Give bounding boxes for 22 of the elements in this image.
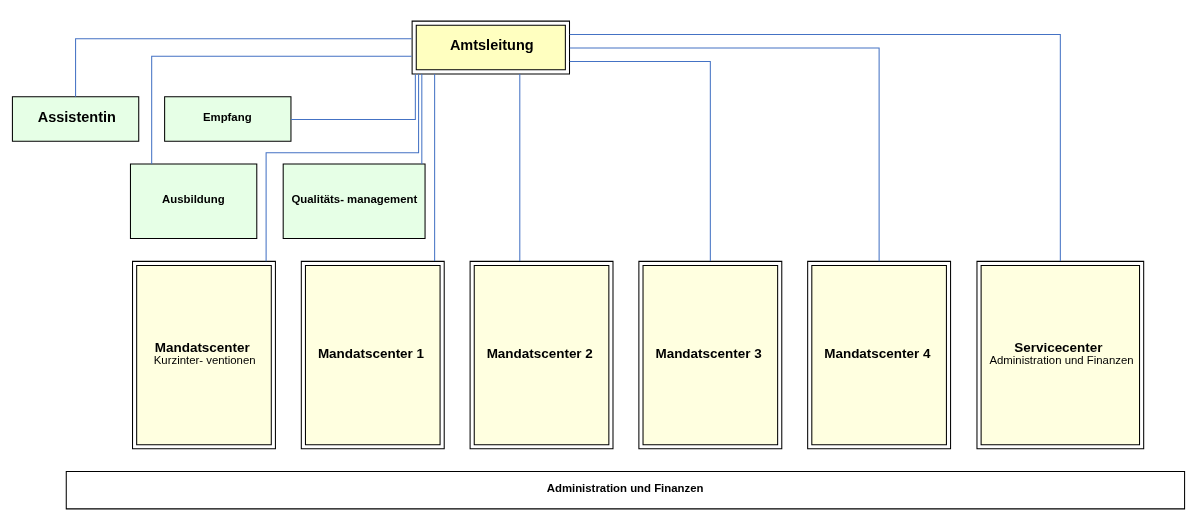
node-box: Mandatscenter 2 (469, 260, 614, 450)
node-box: Mandatscenter 3 (638, 260, 783, 450)
node-box: Amtsleitung (411, 20, 571, 75)
node-box: Ausbildung (129, 163, 258, 240)
node-box: Empfang (164, 96, 292, 142)
node-box: Mandatscenter 4 (807, 260, 952, 450)
connector (569, 34, 1061, 262)
node-box: Administration und Finanzen (65, 471, 1186, 510)
connector (569, 47, 880, 262)
connector (519, 73, 521, 262)
node-box: Mandatscenter 1 (300, 260, 445, 450)
connector (290, 73, 416, 121)
node-box: Mandatscenter Kurzinter- ventionen (132, 260, 276, 450)
connector (151, 55, 413, 165)
node-box: Assistentin (11, 96, 140, 142)
node-box: Servicecenter Administration und Finanzen (976, 260, 1145, 450)
connector (421, 73, 423, 165)
connector (75, 38, 413, 98)
node-box: Qualitäts- management (282, 163, 426, 240)
connector (434, 73, 436, 262)
connector (265, 73, 420, 262)
connector (569, 61, 711, 262)
